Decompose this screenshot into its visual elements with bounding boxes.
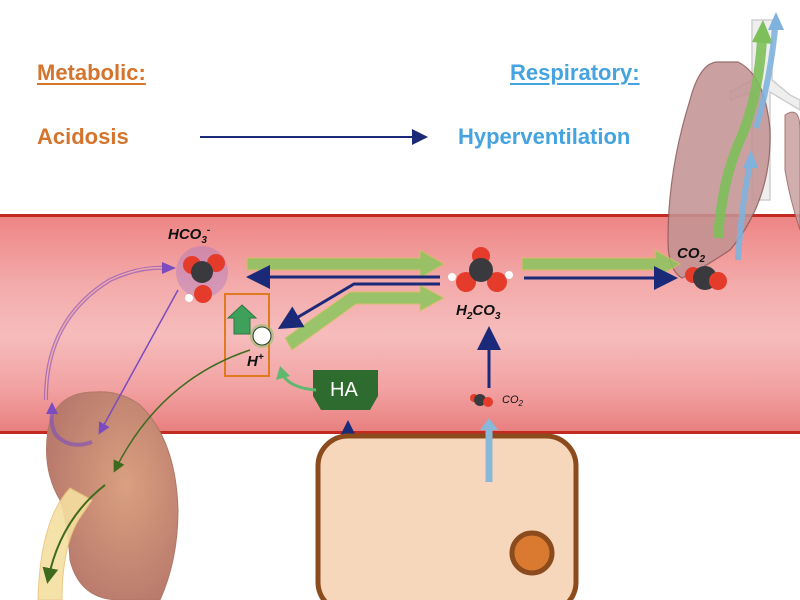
- bicarbonate-reabsorption-arrows: [43, 262, 179, 447]
- hydrogen-ion-icon: [226, 304, 274, 348]
- carbonic-acid-label: H2CO3: [456, 302, 500, 322]
- arrow-h2co3-to-h: [277, 282, 440, 330]
- metabolic-title: Metabolic:: [37, 60, 146, 85]
- urine-h-arrow: [42, 484, 106, 584]
- carbonic-acid-molecule-icon: [448, 247, 513, 292]
- co2-exhaled-molecule-icon: [685, 266, 727, 290]
- carbonic-acid-co: CO: [472, 302, 495, 319]
- bicarbonate-label: HCO3-: [168, 225, 210, 246]
- green-arrow-hco3-to-h2co3: [246, 249, 445, 279]
- airflow-green-arrow: [713, 39, 767, 239]
- kidney-icon: [37, 391, 179, 600]
- green-arrow-h-to-h2co3: [284, 284, 446, 351]
- right-lung: [784, 111, 800, 231]
- ha-label: HA: [330, 379, 358, 401]
- respiratory-title: Respiratory:: [510, 60, 640, 85]
- bicarbonate-base: HCO: [168, 226, 202, 243]
- cell-nucleus: [509, 530, 555, 576]
- co2-exhaled-label: CO2: [677, 245, 705, 265]
- reaction-arrows: [246, 265, 678, 482]
- h-excretion-arrow: [113, 349, 251, 473]
- carbonic-acid-h: H: [456, 302, 467, 319]
- airflow-blue-arrow: [735, 164, 753, 261]
- co2-tissue-sub: 2: [518, 399, 523, 409]
- co2-tissue-label: CO2: [502, 394, 523, 408]
- co2-exhaled-base: CO: [677, 245, 700, 262]
- carbonic-acid-sub2: 3: [494, 311, 501, 322]
- carbonic-acid-sub1: 2: [466, 311, 473, 322]
- hydrogen-ion-sup: +: [257, 352, 264, 363]
- lungs-icon: [667, 12, 800, 279]
- bicarbonate-sup: -: [206, 225, 211, 236]
- metabolic-condition: Acidosis: [37, 124, 129, 149]
- co2-exhaled-sub: 2: [699, 254, 706, 265]
- hydrogen-ion-label: H+: [247, 352, 264, 370]
- co2-tissue-molecule-icon: [470, 394, 493, 407]
- respiratory-response: Hyperventilation: [458, 124, 631, 149]
- blood-vessel: [0, 214, 800, 434]
- hydrogen-ion-base: H: [247, 353, 258, 370]
- bicarbonate-sub: 3: [201, 235, 207, 246]
- acid-ha-box: [313, 370, 378, 410]
- co2-tissue-base: CO: [502, 394, 519, 406]
- bicarbonate-molecule-icon: [176, 246, 228, 303]
- compensation-arrows: [246, 249, 682, 351]
- green-arrow-h2co3-to-co2: [521, 249, 682, 279]
- tissue-cell: [315, 433, 579, 600]
